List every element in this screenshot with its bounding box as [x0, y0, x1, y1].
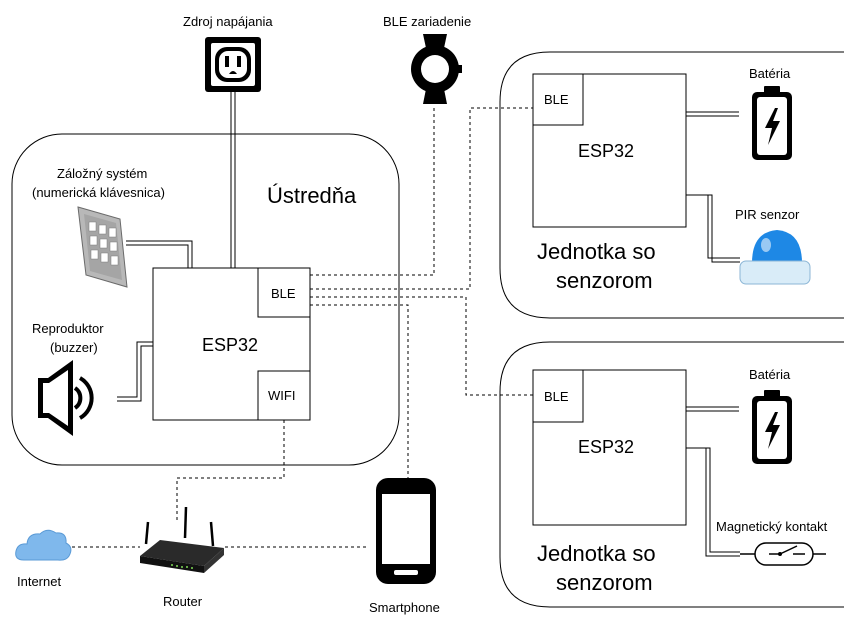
hub-ble-module [257, 267, 311, 318]
internet-label: Internet [17, 574, 61, 589]
unit2-sensor-wire [686, 447, 740, 557]
hub-wifi-label: WIFI [268, 388, 295, 403]
keypad-icon [77, 206, 128, 288]
wifi-router-link [176, 420, 285, 520]
ble-device-label: BLE zariadenie [383, 14, 471, 29]
smartphone-label: Smartphone [369, 600, 440, 615]
unit2-title-line1: Jednotka so [537, 541, 656, 566]
pir-sensor-icon [739, 230, 811, 285]
ble-device-link [310, 108, 435, 276]
smartphone-link [310, 304, 409, 478]
unit2-battery-wire [686, 406, 739, 412]
hub-wifi-module [257, 370, 311, 421]
power-label: Zdroj napájania [183, 14, 273, 29]
battery-icon [752, 86, 792, 160]
unit2-ble-module [532, 369, 584, 423]
unit1-esp32-label: ESP32 [578, 141, 634, 161]
unit2-ble-link [310, 296, 533, 396]
cloud-icon [15, 529, 72, 561]
smartphone-icon [376, 478, 436, 584]
smartwatch-icon [411, 34, 462, 104]
router-icon [140, 506, 224, 573]
unit2-title-line2: senzorom [556, 570, 653, 595]
hub-title: Ústredňa [267, 183, 357, 208]
power-wire [230, 92, 236, 268]
backup-label: Záložný systém [57, 166, 147, 181]
speaker-icon [38, 360, 94, 436]
power-outlet-icon [205, 37, 261, 92]
unit2-ble-label: BLE [544, 389, 569, 404]
unit1-title-line1: Jednotka so [537, 239, 656, 264]
unit1-sensor-wire [686, 194, 740, 263]
router-label: Router [163, 594, 203, 609]
unit1-battery-wire [686, 111, 739, 117]
unit1-ble-label: BLE [544, 92, 569, 107]
battery-icon [752, 390, 792, 464]
magnetic-contact-icon [740, 542, 826, 566]
speaker-sublabel: (buzzer) [50, 340, 98, 355]
unit1-battery-label: Batéria [749, 66, 791, 81]
pir-sensor-label: PIR senzor [735, 207, 800, 222]
speaker-label: Reproduktor [32, 321, 104, 336]
keypad-wire [126, 240, 193, 268]
hub-ble-label: BLE [271, 286, 296, 301]
unit2-battery-label: Batéria [749, 367, 791, 382]
speaker-wire [117, 341, 153, 402]
unit1-ble-module [532, 73, 584, 126]
unit2-esp32-label: ESP32 [578, 437, 634, 457]
hub-esp32-label: ESP32 [202, 335, 258, 355]
backup-sublabel: (numerická klávesnica) [32, 185, 165, 200]
unit1-ble-link [310, 107, 533, 290]
magnetic-contact-label: Magnetický kontakt [716, 519, 828, 534]
unit1-title-line2: senzorom [556, 268, 653, 293]
